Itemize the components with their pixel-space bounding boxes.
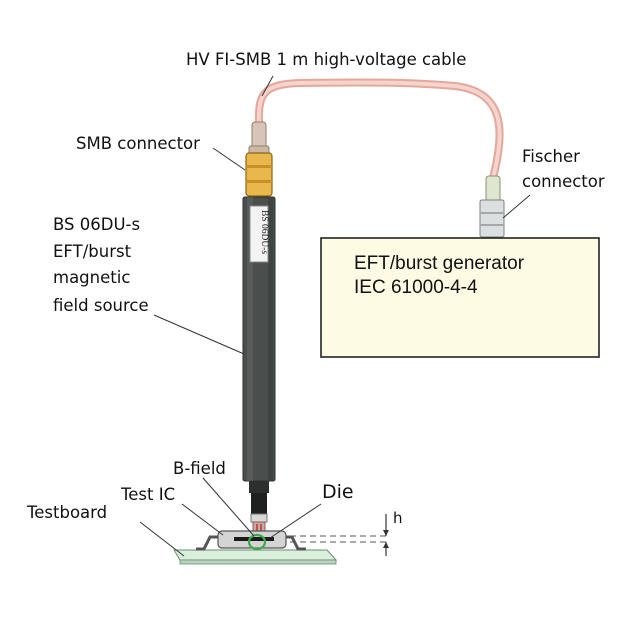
probe-tag-plate	[249, 205, 269, 263]
hv-cable	[254, 78, 504, 182]
generator-text: EFT/burst generator IEC 61000-4-4	[326, 252, 576, 300]
fischer-strain-relief	[485, 175, 501, 203]
smb-connector-label: SMB connector	[76, 134, 200, 153]
leader-source	[153, 314, 245, 355]
b-field-label: B-field	[173, 459, 226, 478]
leader-cable	[261, 75, 274, 97]
probe-tag-text: BS 06DU-s	[259, 210, 269, 254]
generator-standard: IEC 61000-4-4	[354, 277, 478, 298]
testboard	[173, 549, 338, 561]
die-label: Die	[322, 481, 354, 503]
fischer-connector	[479, 199, 505, 238]
fischer-label-line2: connector	[522, 172, 605, 191]
source-label-line3: magnetic	[53, 268, 131, 287]
die	[234, 537, 274, 541]
height-label: h	[393, 509, 403, 527]
leader-testboard	[139, 521, 185, 557]
leader-testic	[181, 503, 224, 536]
leader-bfield	[202, 477, 255, 537]
fischer-label-line1: Fischer	[522, 147, 580, 166]
test-ic-label: Test IC	[121, 485, 176, 504]
source-label-line2: EFT/burst	[53, 242, 132, 261]
leader-die	[269, 503, 322, 539]
hv-cable-highlight	[256, 80, 502, 180]
testboard-label: Testboard	[27, 503, 108, 522]
leader-fischer	[502, 194, 531, 219]
smb-connector	[245, 152, 273, 197]
leader-smb	[212, 147, 246, 171]
source-label-line1: BS 06DU-s	[53, 215, 141, 234]
eft-burst-generator	[320, 237, 600, 358]
generator-title: EFT/burst generator	[354, 253, 525, 274]
source-label-line4: field source	[53, 296, 149, 315]
probe-tip	[249, 481, 269, 493]
cable-label: HV FI-SMB 1 m high-voltage cable	[186, 50, 467, 69]
b-field-loop	[247, 533, 267, 551]
